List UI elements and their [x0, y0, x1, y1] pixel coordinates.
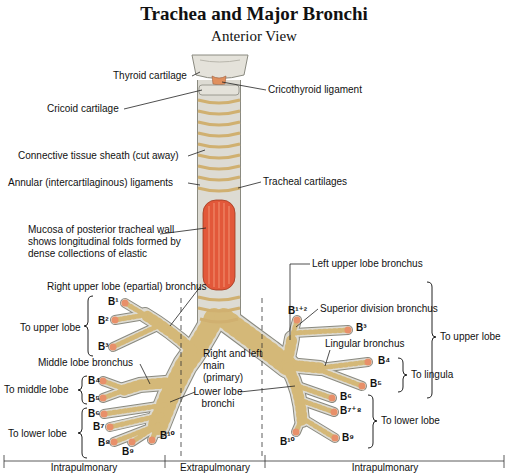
structure-label: Superior division bronchus — [320, 303, 438, 315]
structure-label: Annular (intercartilaginous) ligaments — [8, 177, 173, 189]
segment-number: B⁷ — [93, 421, 104, 433]
structure-label: Middle lobe bronchus — [38, 357, 133, 369]
structure-label: Mucosa of posterior tracheal wall shows … — [28, 224, 203, 260]
segment-number: B⁴ — [88, 375, 100, 387]
segment-number: B⁵ — [88, 393, 100, 405]
segment-number: B¹ — [108, 296, 119, 308]
structure-label: Cricoid cartilage — [47, 103, 119, 115]
bracket-label: To lower lobe — [381, 415, 440, 427]
segment-number: B⁹ — [122, 446, 134, 458]
bracket-label: To lingula — [411, 369, 453, 381]
segment-number: B¹⁰ — [280, 436, 295, 448]
segment-number: B⁶ — [340, 391, 352, 403]
segment-number: B⁷⁺⁸ — [340, 405, 361, 417]
segment-number: B¹⁰ — [160, 430, 175, 442]
structure-label: Right and left main (primary) — [203, 348, 265, 384]
title: Trachea and Major Bronchi — [140, 2, 367, 25]
segment-number: B⁵ — [370, 378, 382, 390]
structure-label: Connective tissue sheath (cut away) — [18, 150, 179, 162]
structure-label: Cricothyroid ligament — [268, 84, 362, 96]
structure-label: Right upper lobe (epartial) bronchus — [47, 281, 207, 293]
subtitle: Anterior View — [211, 27, 297, 45]
region-label: Extrapulmonary — [180, 462, 250, 474]
bracket-label: To lower lobe — [8, 428, 67, 440]
segment-number: B⁶ — [88, 408, 100, 420]
structure-label: Left upper lobe bronchus — [312, 258, 423, 270]
segment-number: B⁸ — [98, 437, 110, 449]
segment-number: B¹⁺² — [288, 305, 307, 317]
structure-label: Thyroid cartilage — [113, 70, 187, 82]
structure-label: Lower lobe bronchi — [188, 386, 248, 410]
segment-number: B³ — [98, 341, 109, 353]
bracket-label: To upper lobe — [20, 322, 81, 334]
segment-number: B³ — [356, 322, 367, 334]
segment-number: B⁹ — [342, 432, 354, 444]
bracket-label: To upper lobe — [440, 331, 501, 343]
bracket-label: To middle lobe — [4, 384, 68, 396]
structure-label: Lingular bronchus — [325, 338, 405, 350]
region-label: Intrapulmonary — [352, 462, 419, 474]
segment-number: B⁴ — [378, 355, 390, 367]
structure-label: Tracheal cartilages — [263, 176, 347, 188]
region-label: Intrapulmonary — [51, 462, 118, 474]
segment-number: B² — [98, 315, 109, 327]
